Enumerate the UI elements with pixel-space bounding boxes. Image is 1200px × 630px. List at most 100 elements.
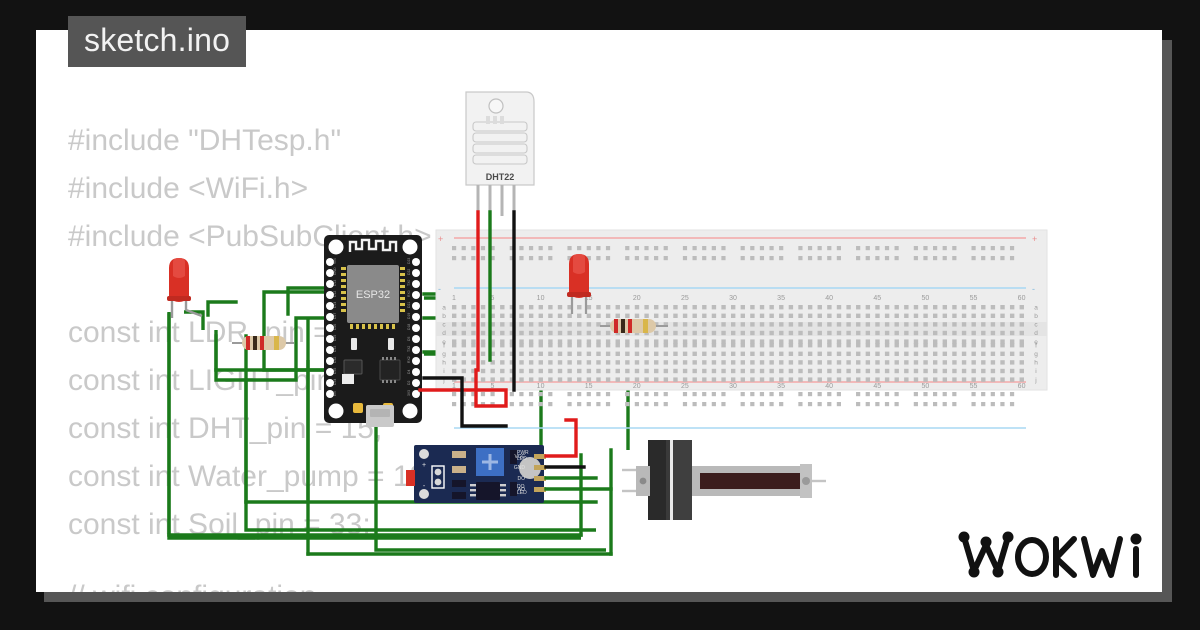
svg-text:35: 35 [777, 383, 785, 390]
dht-wires [476, 210, 516, 392]
svg-text:VIN: VIN [333, 258, 337, 264]
svg-text:55: 55 [970, 383, 978, 390]
file-tab-sketch-ino[interactable]: sketch.ino [68, 16, 247, 67]
svg-text:+: + [422, 462, 426, 469]
svg-text:D25: D25 [333, 335, 337, 341]
esp32-board: ESP32 [324, 235, 422, 427]
svg-text:1: 1 [452, 295, 456, 302]
svg-text:-: - [1032, 284, 1035, 294]
svg-text:i: i [1035, 368, 1036, 375]
esp32-label: ESP32 [356, 289, 390, 301]
svg-text:D13: D13 [333, 280, 337, 286]
dht22-label: DHT22 [486, 172, 515, 182]
svg-text:d: d [1034, 330, 1038, 337]
svg-text:25: 25 [681, 383, 689, 390]
svg-text:40: 40 [825, 295, 833, 302]
dht22-sensor: DHT22 [465, 91, 535, 216]
soil-moisture-sensor: + - [406, 445, 546, 503]
svg-text:RX0: RX0 [407, 290, 411, 297]
svg-text:D33: D33 [333, 346, 337, 352]
power-wires [418, 368, 508, 428]
svg-text:20: 20 [633, 383, 641, 390]
svg-text:1: 1 [452, 383, 456, 390]
svg-text:EN: EN [333, 391, 337, 396]
svg-text:D27: D27 [333, 313, 337, 319]
svg-text:e: e [1034, 339, 1038, 346]
svg-text:+: + [1032, 234, 1037, 244]
svg-text:D35: D35 [333, 368, 337, 374]
svg-text:d: d [442, 330, 446, 337]
svg-text:45: 45 [873, 383, 881, 390]
svg-text:55: 55 [970, 295, 978, 302]
svg-text:a: a [442, 304, 446, 311]
water-pump [622, 440, 826, 520]
svg-text:D18: D18 [407, 324, 411, 330]
wokwi-logo: WOKWi [956, 525, 1156, 592]
esp32-right-header [412, 258, 420, 398]
svg-text:60: 60 [1018, 295, 1026, 302]
svg-text:g: g [1034, 351, 1038, 358]
svg-text:50: 50 [921, 295, 929, 302]
svg-text:40: 40 [825, 383, 833, 390]
logo-nodes [958, 531, 1142, 578]
svg-text:h: h [1034, 360, 1038, 367]
svg-text:-: - [438, 284, 441, 294]
svg-text:f: f [1035, 342, 1037, 349]
svg-text:D23: D23 [407, 258, 411, 264]
svg-text:i: i [443, 368, 444, 375]
vcc-label: VCC [514, 454, 525, 460]
svg-text:45: 45 [873, 295, 881, 302]
svg-text:b: b [1034, 313, 1038, 320]
svg-text:15: 15 [585, 383, 593, 390]
svg-text:D12: D12 [333, 291, 337, 297]
svg-text:f: f [443, 342, 445, 349]
do-led-label: DO [517, 484, 525, 490]
svg-text:60: 60 [1018, 383, 1026, 390]
gnd-label: GND [514, 465, 526, 471]
svg-text:3V3: 3V3 [407, 390, 411, 396]
svg-text:5: 5 [491, 383, 495, 390]
svg-text:TX2: TX2 [407, 346, 411, 352]
svg-text:g: g [442, 351, 446, 358]
svg-text:+: + [438, 234, 443, 244]
svg-text:5: 5 [491, 295, 495, 302]
resistor-breadboard [600, 319, 668, 333]
svg-text:D26: D26 [333, 324, 337, 330]
led-left [167, 258, 203, 318]
svg-text:h: h [442, 360, 446, 367]
svg-text:D21: D21 [407, 302, 411, 308]
svg-text:GND: GND [333, 267, 337, 275]
svg-text:30: 30 [729, 383, 737, 390]
ao-label: AO [518, 487, 525, 493]
svg-text:c: c [442, 322, 446, 329]
sensor-wires [544, 418, 613, 491]
svg-text:b: b [442, 313, 446, 320]
svg-text:15: 15 [585, 295, 593, 302]
svg-text:D34: D34 [333, 379, 337, 385]
svg-text:-: - [423, 483, 426, 490]
wokwi-diagram-page: #include "DHTesp.h" #include <WiFi.h> #i… [36, 30, 1162, 592]
svg-text:D14: D14 [333, 302, 337, 308]
svg-text:35: 35 [777, 295, 785, 302]
svg-text:TX0: TX0 [407, 280, 411, 286]
svg-text:j: j [442, 377, 444, 384]
svg-text:e: e [442, 339, 446, 346]
svg-text:10: 10 [537, 383, 545, 390]
svg-text:c: c [1034, 322, 1038, 329]
svg-text:D5: D5 [407, 337, 411, 341]
svg-text:D19: D19 [407, 313, 411, 319]
svg-text:D4: D4 [407, 370, 411, 374]
svg-text:D2: D2 [407, 381, 411, 385]
svg-text:a: a [1034, 304, 1038, 311]
svg-text:50: 50 [921, 383, 929, 390]
pwr-led-label: PWR [517, 450, 529, 456]
svg-text:D32: D32 [333, 357, 337, 363]
esp32-left-header [326, 258, 334, 398]
svg-text:20: 20 [633, 295, 641, 302]
svg-text:LED: LED [517, 456, 527, 462]
do-label: DO [518, 476, 526, 482]
svg-text:j: j [1034, 377, 1036, 384]
svg-text:25: 25 [681, 295, 689, 302]
